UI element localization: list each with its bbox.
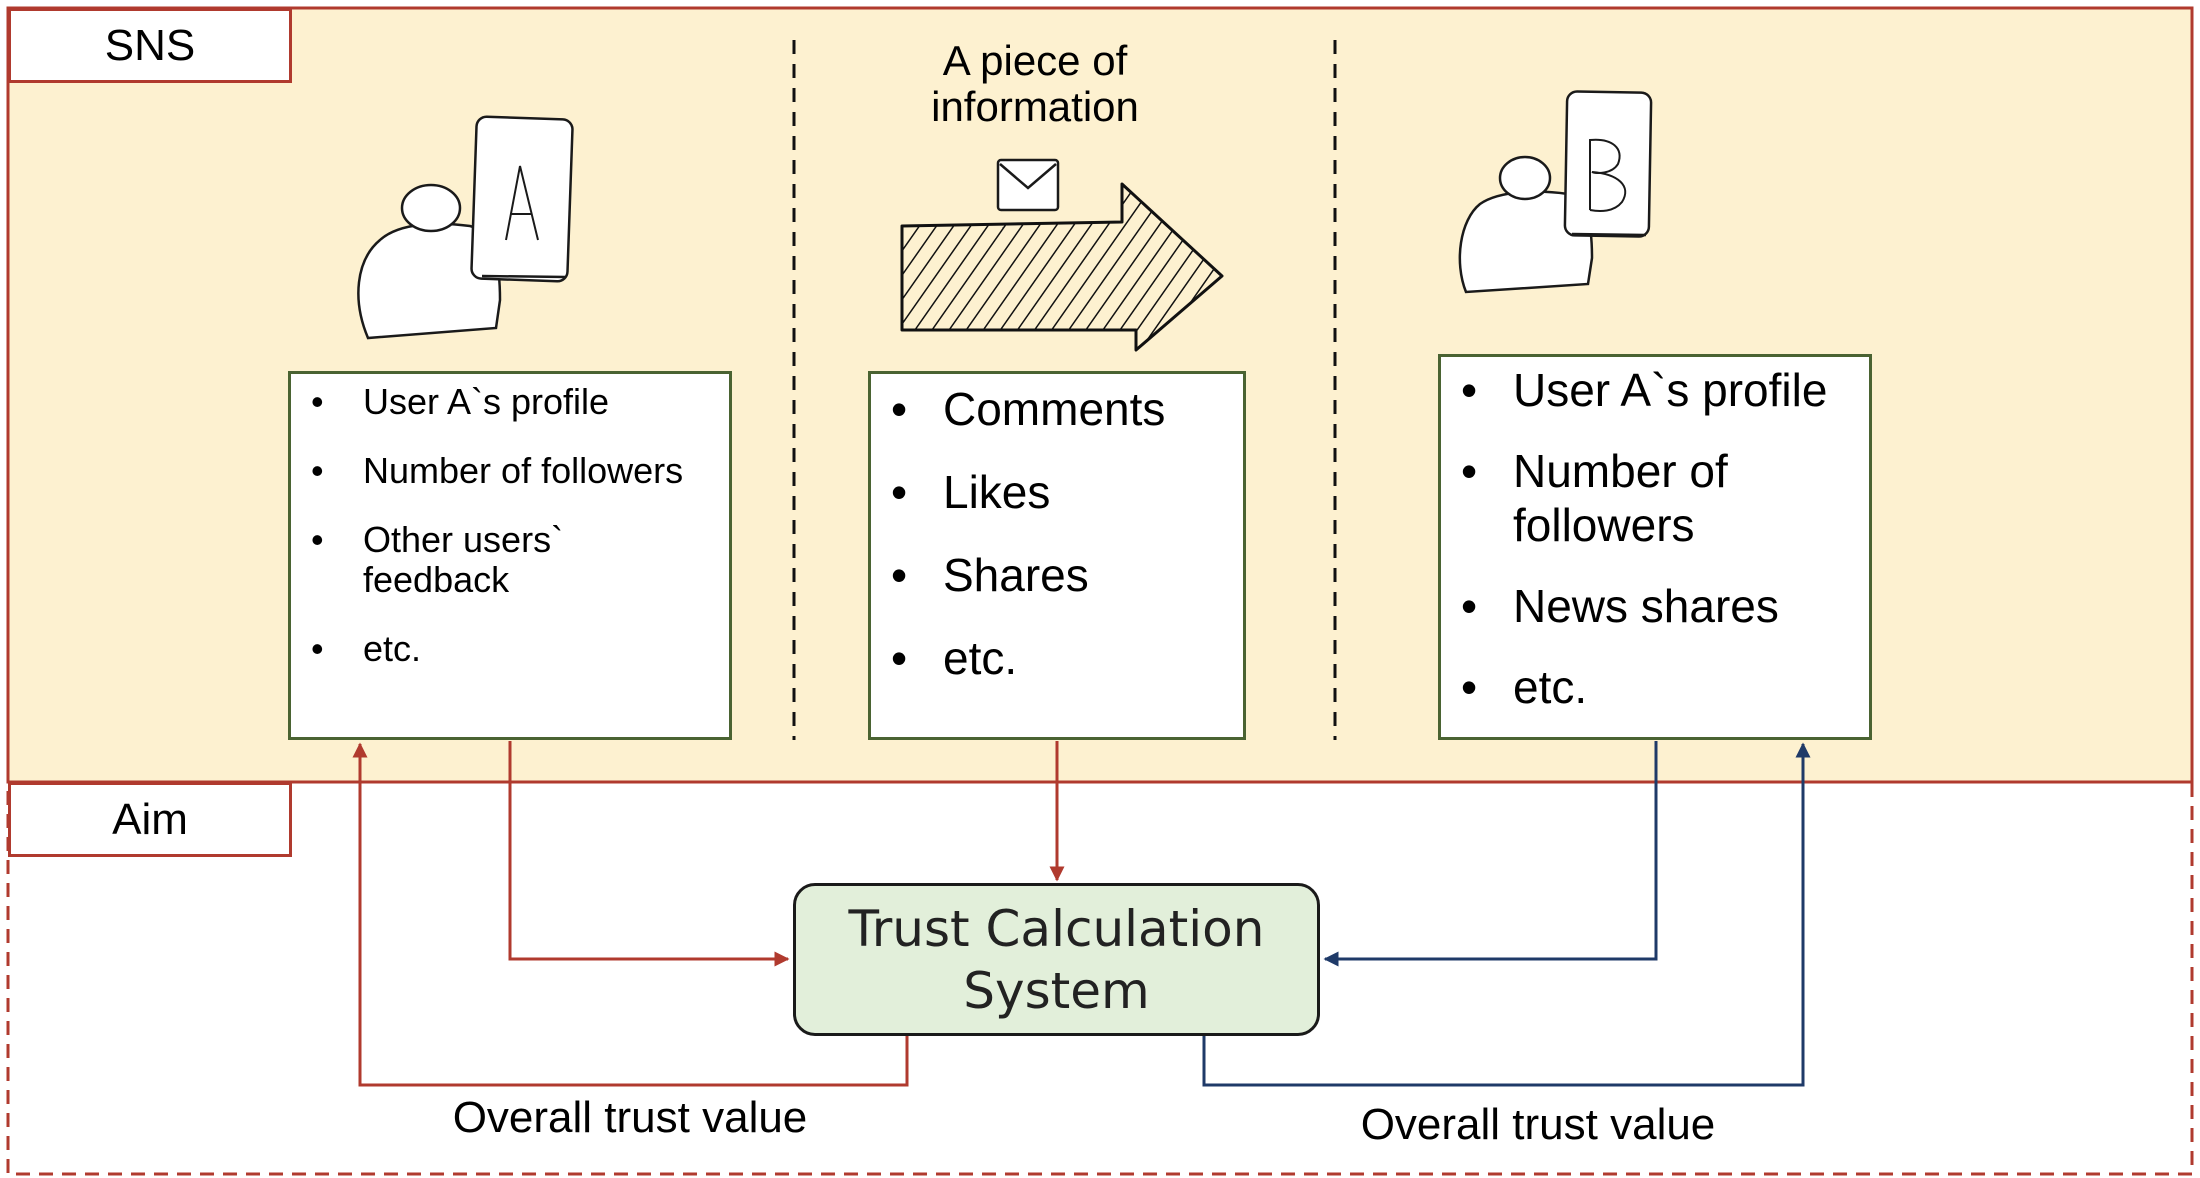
list-item: etc. (291, 629, 719, 670)
list-item: Shares (871, 548, 1233, 602)
sns-section-label: SNS (8, 8, 292, 83)
overall-trust-value-left-label: Overall trust value (452, 1093, 808, 1142)
trust-calculation-system-box: Trust Calculation System (793, 883, 1320, 1036)
list-item: Number of followers (1441, 444, 1859, 552)
user-a-avatar-icon (357, 115, 574, 340)
aim-section-label: Aim (8, 782, 292, 857)
list-item: User A`s profile (1441, 363, 1859, 417)
user-a-to-system-connector (508, 741, 790, 967)
list-item: Comments (871, 382, 1233, 436)
list-item: News shares (1441, 579, 1859, 633)
user-b-avatar-icon (1458, 90, 1653, 294)
system-to-user-a-connector (352, 742, 909, 1087)
list-item: Number of followers (291, 451, 719, 492)
list-item: User A`s profile (291, 382, 719, 423)
list-item: etc. (1441, 660, 1859, 714)
user-a-attributes-box: User A`s profile Number of followers Oth… (288, 371, 732, 740)
envelope-icon (996, 158, 1060, 212)
user-b-attributes-box: User A`s profile Number of followers New… (1438, 354, 1872, 740)
information-flow-arrow (900, 182, 1224, 352)
trust-calculation-system-label: Trust Calculation System (848, 899, 1265, 1020)
information-attributes-box: Comments Likes Shares etc. (868, 371, 1246, 740)
system-to-user-b-connector (1202, 742, 1811, 1087)
user-b-to-system-connector (1323, 741, 1658, 967)
list-item: etc. (871, 631, 1233, 685)
overall-trust-value-right-label: Overall trust value (1360, 1100, 1716, 1149)
list-item: Likes (871, 465, 1233, 519)
list-item: Other users` feedback (291, 520, 719, 600)
information-label: A piece of information (931, 37, 1139, 130)
